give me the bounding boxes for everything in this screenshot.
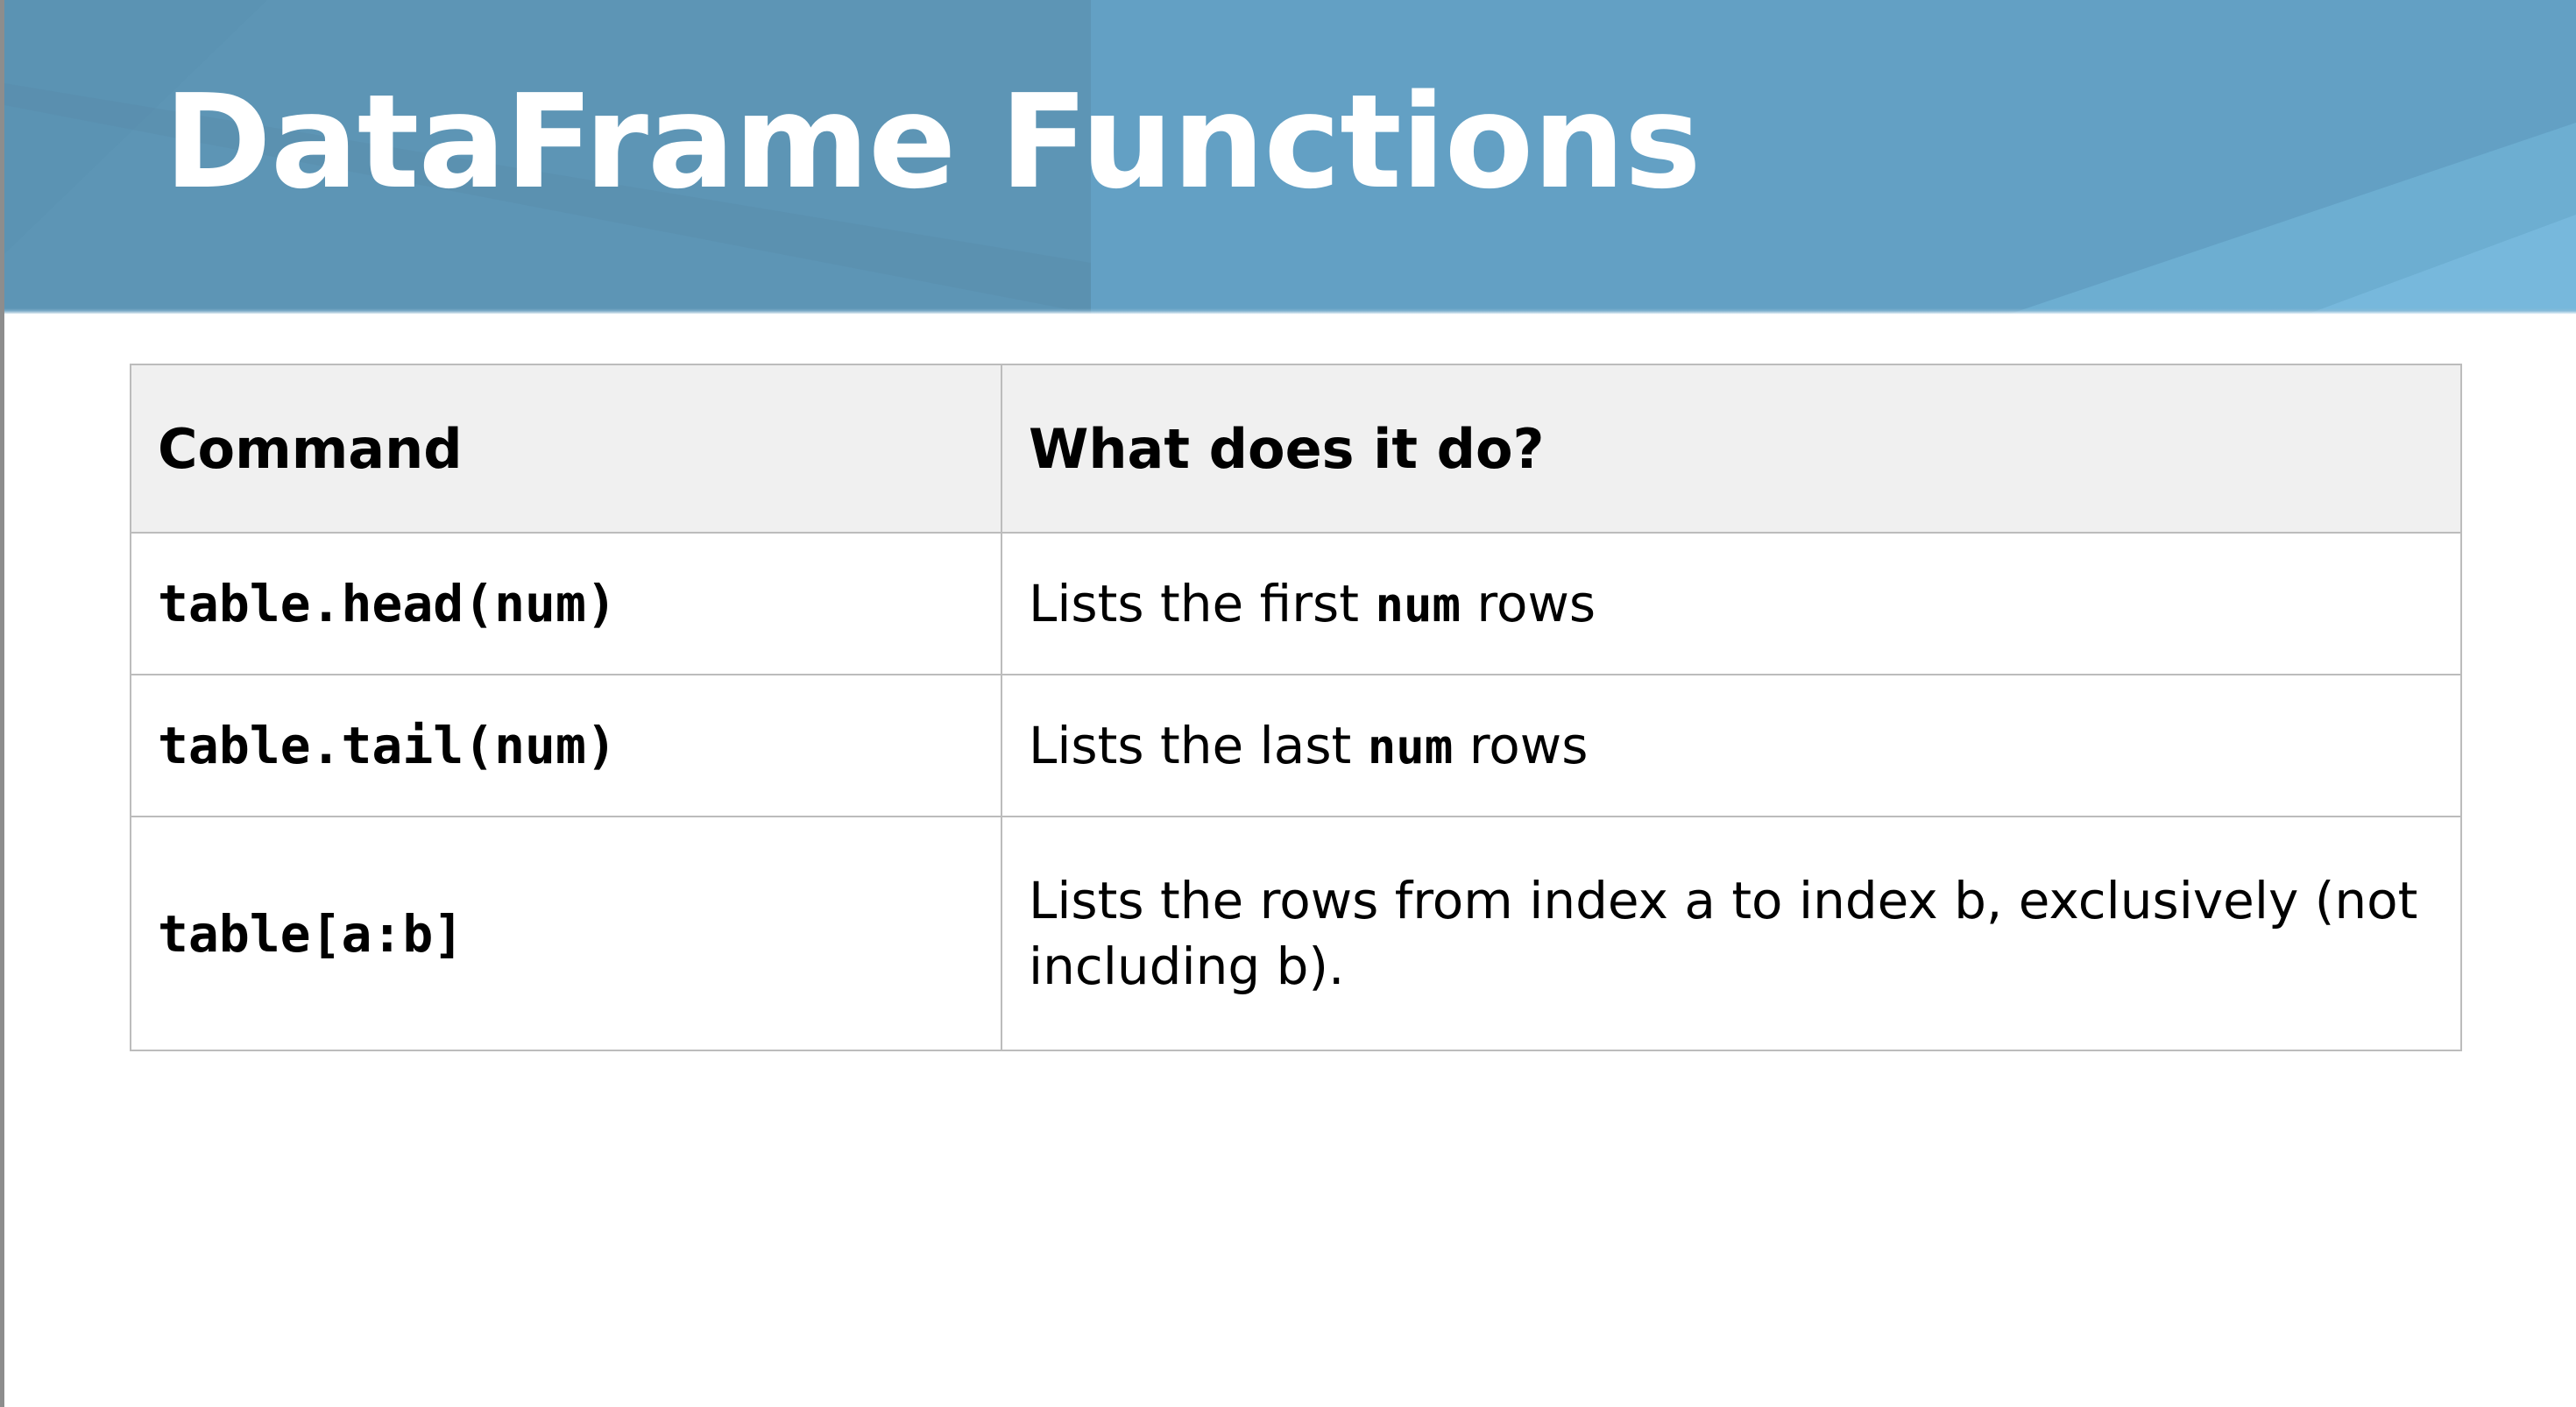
cell-description: Lists the rows from index a to index b, …: [1001, 816, 2462, 1051]
column-header-command: Command: [130, 364, 1002, 534]
cell-description: Lists the first num rows: [1001, 532, 2462, 675]
dataframe-functions-table-container: Command What does it do? table.head(num)…: [130, 364, 2462, 1051]
page-title: DataFrame Functions: [164, 67, 1702, 217]
table-row: table.head(num) Lists the first num rows: [130, 532, 2462, 675]
cell-command: table.head(num): [130, 532, 1002, 675]
dataframe-functions-table: Command What does it do? table.head(num)…: [130, 364, 2462, 1051]
table-row: table.tail(num) Lists the last num rows: [130, 674, 2462, 817]
table-head: Command What does it do?: [130, 364, 2462, 534]
description-text: Lists the last num rows: [1029, 715, 1589, 775]
table-header-row: Command What does it do?: [130, 364, 2462, 534]
command-text: table.tail(num): [158, 716, 617, 775]
table-row: table[a:b] Lists the rows from index a t…: [130, 816, 2462, 1051]
cell-description: Lists the last num rows: [1001, 674, 2462, 817]
column-header-description: What does it do?: [1001, 364, 2462, 534]
command-text: table.head(num): [158, 574, 617, 633]
banner-decorative-polygons: [4, 0, 2576, 314]
slide-header-banner: DataFrame Functions: [4, 0, 2576, 314]
command-text: table[a:b]: [158, 903, 464, 964]
banner-bottom-fade: [4, 308, 2576, 315]
cell-command: table[a:b]: [130, 816, 1002, 1051]
description-text: Lists the first num rows: [1029, 573, 1596, 633]
description-text: Lists the rows from index a to index b, …: [1029, 871, 2418, 996]
table-body: table.head(num) Lists the first num rows…: [130, 532, 2462, 1051]
cell-command: table.tail(num): [130, 674, 1002, 817]
slide-left-edge-rule: [0, 0, 4, 1407]
